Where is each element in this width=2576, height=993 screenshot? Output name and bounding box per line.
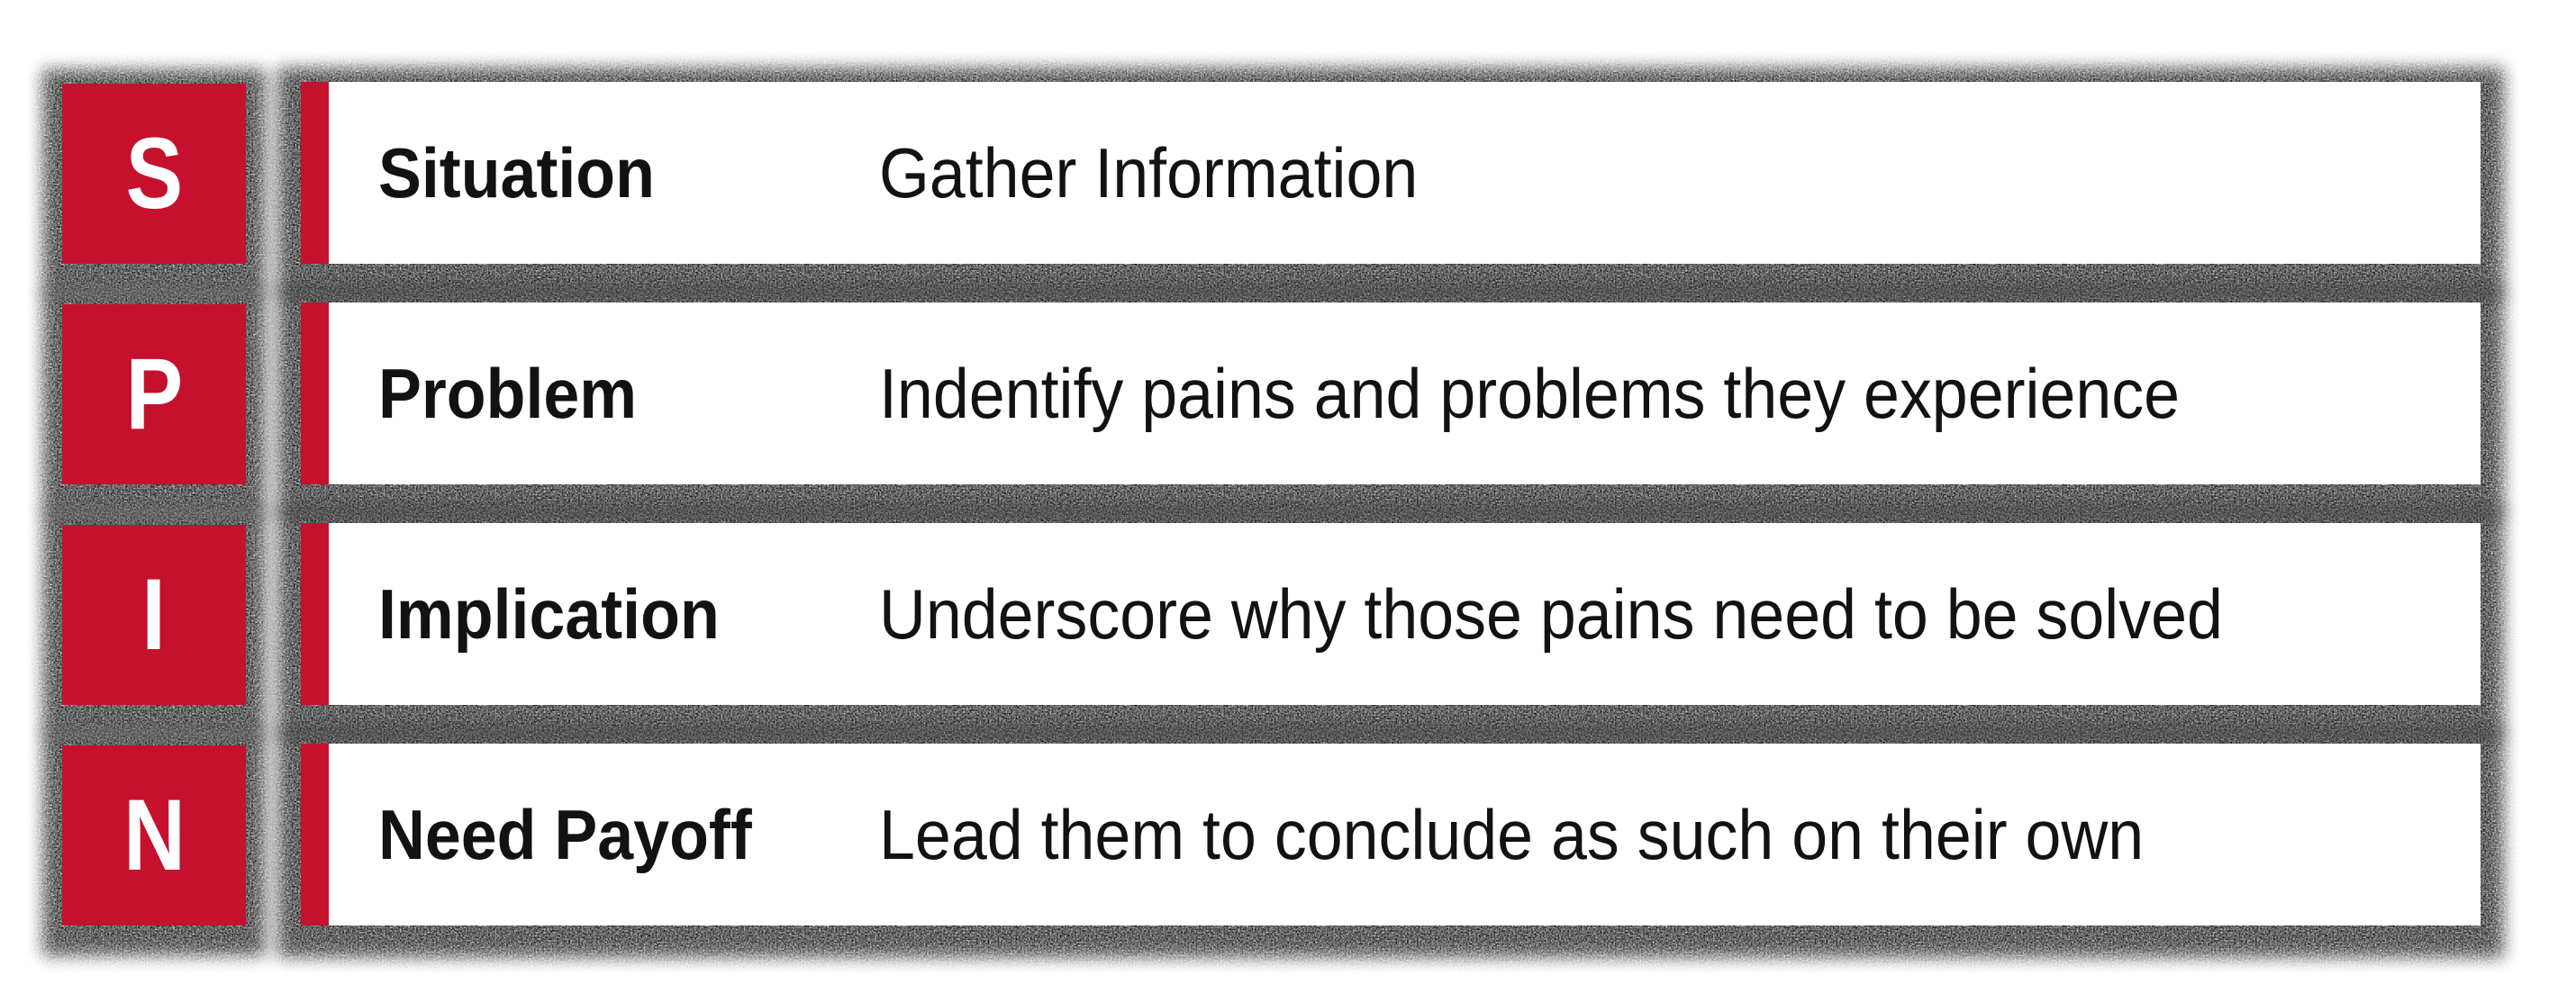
tile-letter: N — [122, 779, 186, 891]
row-label: Implication — [378, 574, 720, 654]
row-description: Lead them to conclude as such on their o… — [879, 795, 2145, 874]
row-label: Problem — [378, 354, 638, 433]
spin-row: N Need Payoff Lead them to conclude as s… — [0, 729, 2576, 958]
row-card: Implication Underscore why those pains n… — [301, 523, 2481, 705]
tile-letter: I — [141, 558, 167, 671]
row-label: Need Payoff — [378, 795, 752, 874]
tile-letter: S — [125, 117, 183, 230]
letter-tile-i: I — [62, 525, 246, 705]
row-description: Underscore why those pains need to be so… — [879, 574, 2223, 654]
row-card: Problem Indentify pains and problems the… — [301, 302, 2481, 484]
row-card: Need Payoff Lead them to conclude as suc… — [301, 744, 2481, 925]
letter-tile-s: S — [62, 84, 246, 264]
tile-letter: P — [125, 338, 183, 450]
row-description: Gather Information — [879, 133, 1419, 212]
row-label: Situation — [378, 133, 655, 212]
row-card: Situation Gather Information — [301, 82, 2481, 264]
spin-row: S Situation Gather Information — [0, 68, 2576, 296]
letter-tile-p: P — [62, 304, 246, 484]
spin-row: P Problem Indentify pains and problems t… — [0, 288, 2576, 517]
row-description: Indentify pains and problems they experi… — [879, 354, 2181, 433]
spin-row: I Implication Underscore why those pains… — [0, 509, 2576, 737]
letter-tile-n: N — [62, 745, 246, 925]
